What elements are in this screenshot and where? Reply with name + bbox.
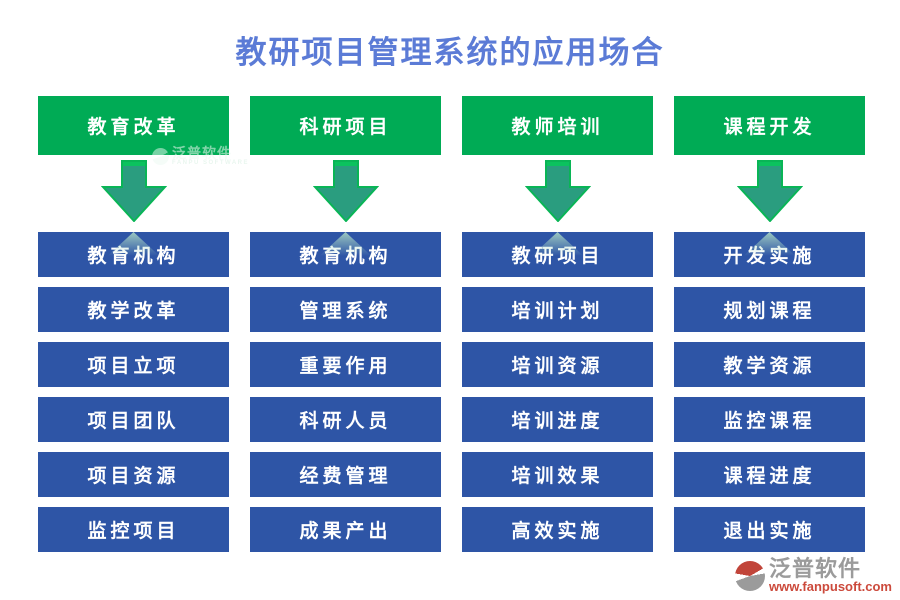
flow-box: 课程进度	[674, 452, 865, 497]
flow-box-label: 规划课程	[723, 301, 816, 322]
footer-logo: 泛普软件 www.fanpusoft.com	[734, 556, 892, 594]
column-header: 教育改革 泛普软件 FANPU SOFTWARE	[38, 96, 247, 166]
column-course-development: 课程开发 开发实施 规划课程 教学资源 监控课程 课程进度 退出实施	[674, 96, 865, 562]
flow-box: 退出实施	[674, 507, 865, 552]
down-arrow-icon	[736, 155, 803, 232]
flow-box-label: 成果产出	[299, 521, 392, 542]
column-header: 课程开发	[674, 96, 865, 155]
flow-box-label: 培训资源	[511, 356, 604, 377]
column-header: 科研项目	[250, 96, 441, 155]
column-education-reform: 教育改革 泛普软件 FANPU SOFTWARE 教育机构 教学改革 项目立项	[38, 96, 247, 562]
flow-box-label: 培训进度	[511, 411, 604, 432]
flow-box: 监控项目	[38, 507, 229, 552]
fanpu-logo-icon	[734, 561, 765, 591]
flow-box: 教学资源	[674, 342, 865, 387]
column-header-label: 教师培训	[511, 117, 604, 138]
flow-box: 教育机构	[38, 232, 229, 277]
flow-box: 培训资源	[462, 342, 653, 387]
down-arrow-icon	[312, 155, 379, 232]
flow-box: 项目团队	[38, 397, 229, 442]
column-header-label: 课程开发	[723, 117, 816, 138]
columns-container: 教育改革 泛普软件 FANPU SOFTWARE 教育机构 教学改革 项目立项	[38, 96, 866, 562]
flow-box: 培训进度	[462, 397, 653, 442]
watermark-subtitle: FANPU SOFTWARE	[171, 160, 249, 166]
flow-box-label: 项目资源	[87, 466, 180, 487]
column-teacher-training: 教师培训 教研项目 培训计划 培训资源 培训进度 培训效果 高效实施	[462, 96, 653, 562]
down-arrow-icon	[524, 155, 591, 232]
flow-box-label: 教研项目	[511, 246, 604, 267]
flow-box-label: 项目团队	[87, 411, 180, 432]
flow-box: 规划课程	[674, 287, 865, 332]
flow-box-label: 退出实施	[723, 521, 816, 542]
flow-box: 高效实施	[462, 507, 653, 552]
footer-url: www.fanpusoft.com	[768, 579, 892, 594]
flow-box-label: 教育机构	[87, 246, 180, 267]
flow-box: 培训计划	[462, 287, 653, 332]
flow-box-label: 高效实施	[511, 521, 604, 542]
flow-box: 教学改革	[38, 287, 229, 332]
flow-box: 成果产出	[250, 507, 441, 552]
flow-box-label: 教学改革	[87, 301, 180, 322]
flow-box: 教育机构	[250, 232, 441, 277]
flow-box-label: 监控课程	[723, 411, 816, 432]
flow-box-label: 经费管理	[299, 466, 392, 487]
flow-box-label: 监控项目	[87, 521, 180, 542]
flow-box-label: 培训计划	[511, 301, 604, 322]
flow-box-label: 重要作用	[299, 356, 392, 377]
flow-box-label: 科研人员	[299, 411, 392, 432]
column-research-project: 科研项目 教育机构 管理系统 重要作用 科研人员 经费管理 成果产出	[250, 96, 441, 562]
flow-box-label: 管理系统	[299, 301, 392, 322]
flow-box: 管理系统	[250, 287, 441, 332]
flow-box-label: 教育机构	[299, 246, 392, 267]
flow-box: 培训效果	[462, 452, 653, 497]
flow-box: 教研项目	[462, 232, 653, 277]
flow-box-label: 项目立项	[87, 356, 180, 377]
flow-box: 监控课程	[674, 397, 865, 442]
flow-box: 项目资源	[38, 452, 229, 497]
column-header: 教师培训	[462, 96, 653, 155]
flow-box-label: 教学资源	[723, 356, 816, 377]
page-title: 教研项目管理系统的应用场合	[235, 35, 665, 70]
watermark-brand: 泛普软件	[171, 145, 232, 161]
flow-box-label: 开发实施	[723, 246, 816, 267]
flow-box: 项目立项	[38, 342, 229, 387]
flow-box: 开发实施	[674, 232, 865, 277]
flow-box: 科研人员	[250, 397, 441, 442]
column-header-label: 教育改革	[87, 117, 180, 138]
flow-box: 重要作用	[250, 342, 441, 387]
flow-box-label: 课程进度	[723, 466, 816, 487]
watermark: 泛普软件 FANPU SOFTWARE	[151, 145, 249, 167]
down-arrow-icon	[100, 155, 167, 232]
column-header-label: 科研项目	[299, 117, 392, 138]
footer-brand: 泛普软件	[768, 556, 861, 581]
flow-box: 经费管理	[250, 452, 441, 497]
flow-box-label: 培训效果	[511, 466, 604, 487]
